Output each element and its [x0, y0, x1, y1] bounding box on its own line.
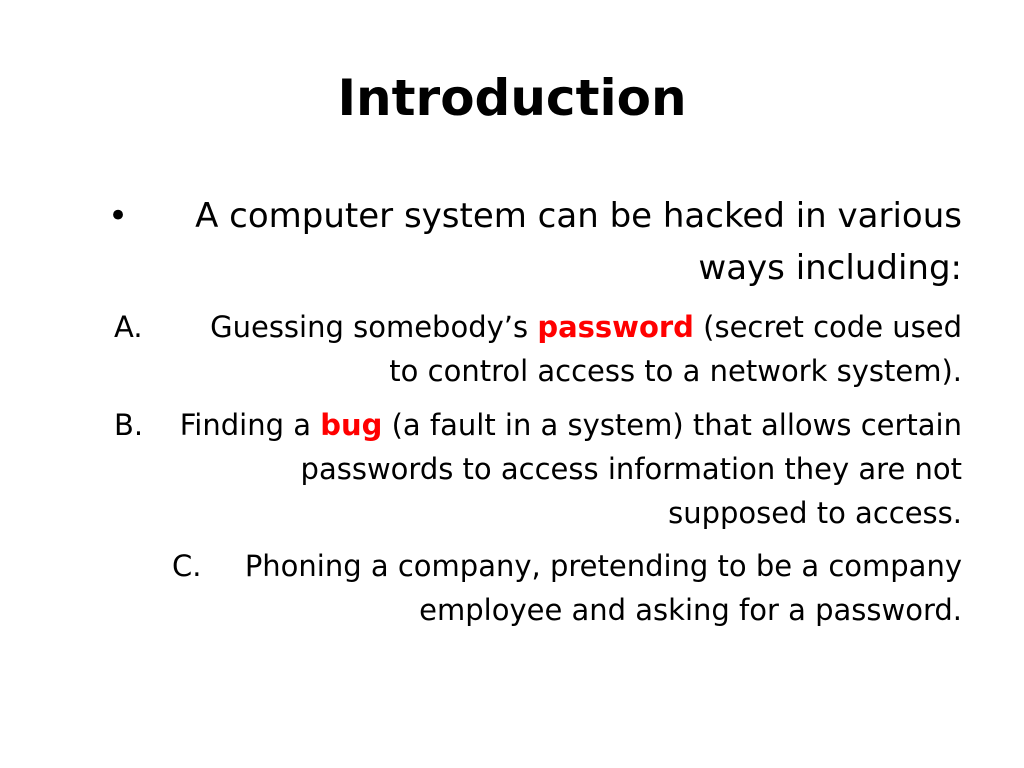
list-item-label: A. [114, 310, 143, 344]
bullet-dot-icon: • [108, 196, 129, 236]
list-item-text: Finding a bug (a fault in a system) that… [176, 403, 962, 535]
list-item-a: A. Guessing somebody’s password (secret … [114, 305, 962, 393]
slide-title: Introduction [337, 69, 687, 127]
text-before: Finding a [179, 408, 321, 442]
text-after: (secret code used to control access to a… [389, 310, 962, 388]
text-after: (a fault in a system) that allows certai… [300, 408, 962, 530]
list-item-c: C. Phoning a company, pretending to be a… [172, 544, 962, 632]
highlight-term: password [537, 310, 694, 344]
list-item-label: B. [114, 408, 144, 442]
bullet-point: • A computer system can be hacked in var… [108, 190, 962, 294]
list-item-text: Guessing somebody’s password (secret cod… [172, 305, 962, 393]
highlight-term: bug [320, 408, 383, 442]
list-item-text: Phoning a company, pretending to be a co… [244, 549, 962, 627]
text-before: Guessing somebody’s [210, 310, 538, 344]
list-item-b: B. Finding a bug (a fault in a system) t… [114, 403, 962, 535]
bullet-text: A computer system can be hacked in vario… [195, 196, 962, 288]
list-item-label: C. [172, 549, 202, 583]
